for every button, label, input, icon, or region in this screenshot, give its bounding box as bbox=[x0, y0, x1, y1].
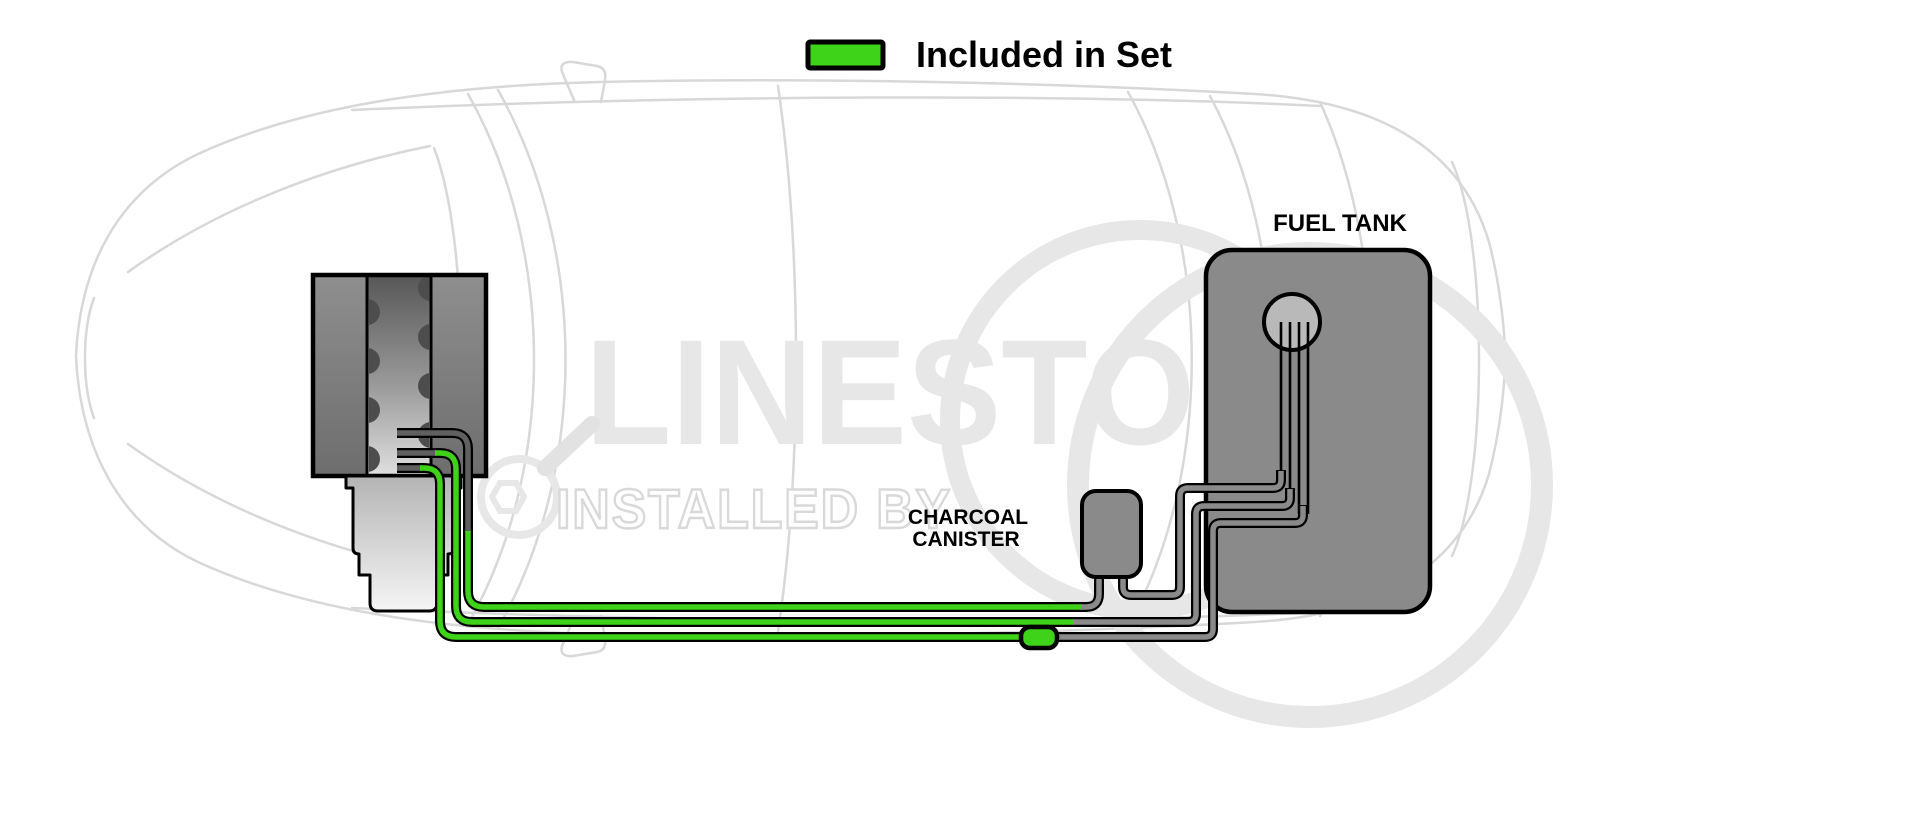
fuel-lines-cores bbox=[397, 430, 1306, 640]
middle-line-included-segment bbox=[435, 450, 1074, 625]
hood-crease-top bbox=[126, 144, 432, 274]
engine-block bbox=[310, 272, 489, 479]
bottom-line-tank-segment bbox=[1059, 506, 1306, 640]
rear-bumper-line bbox=[1450, 160, 1481, 558]
windshield-arc-2 bbox=[496, 88, 567, 630]
fuel-pump-lines bbox=[1279, 322, 1310, 514]
legend-label: Included in Set bbox=[916, 34, 1172, 75]
watermark-tagline-text: INSTALLED BY bbox=[556, 477, 952, 540]
fuel-tank-label: FUEL TANK bbox=[1273, 210, 1407, 237]
fuel-pump bbox=[1262, 292, 1322, 352]
line-fitting bbox=[1018, 624, 1060, 651]
b-pillar-arc bbox=[776, 84, 798, 634]
engine-cylinder-scallops bbox=[369, 277, 429, 472]
charcoal-canister bbox=[1080, 489, 1143, 579]
rear-window-arc-1 bbox=[1126, 90, 1193, 628]
bottom-line-included-segment bbox=[420, 465, 1060, 640]
watermark-brand-text: LINESTO bbox=[585, 308, 1195, 476]
engine-left-bank bbox=[315, 277, 367, 474]
top-line-canister-segment bbox=[1081, 577, 1102, 610]
legend-swatch bbox=[805, 39, 886, 71]
top-line-engine-segment bbox=[397, 430, 471, 533]
side-mirror-top bbox=[560, 60, 607, 104]
middle-line-tank-segment bbox=[1073, 489, 1293, 625]
charcoal-canister-label-line2: CANISTER bbox=[912, 528, 1019, 551]
windshield-arc-1 bbox=[466, 92, 536, 626]
charcoal-canister-label-line1: CHARCOAL bbox=[908, 506, 1028, 529]
legend: Included in Set bbox=[805, 34, 1172, 75]
roofline-top bbox=[350, 96, 1322, 112]
fuel-tank bbox=[1203, 247, 1433, 615]
top-line-included-segment bbox=[465, 531, 1082, 610]
engine-right-bank bbox=[431, 277, 484, 474]
side-mirror-bottom bbox=[560, 614, 607, 658]
wrench-icon bbox=[477, 416, 600, 539]
vapor-line-segment bbox=[1120, 471, 1284, 598]
front-bumper-line bbox=[83, 296, 96, 420]
